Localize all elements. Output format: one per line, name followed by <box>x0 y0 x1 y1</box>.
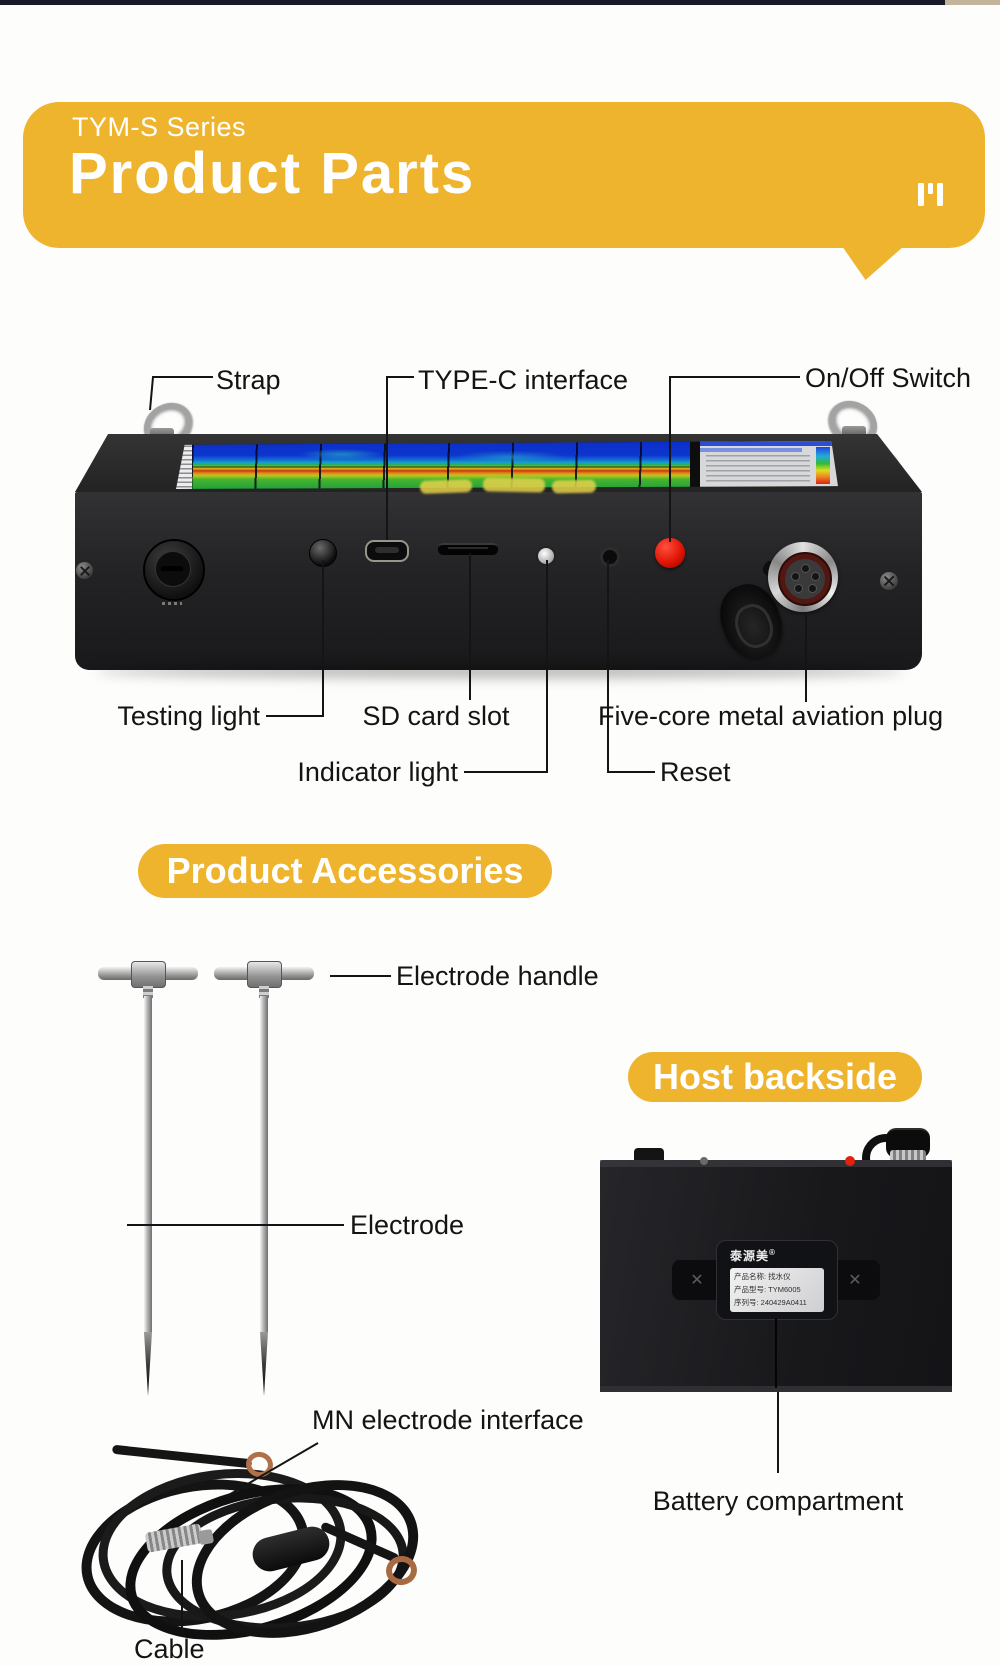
label-bracket-right: ✕ <box>830 1260 880 1300</box>
registered-mark: ® <box>769 1248 776 1257</box>
electrode-handle-collar <box>131 961 166 988</box>
panel-text-lines <box>706 455 810 483</box>
backside-clip <box>634 1148 664 1161</box>
cable-connector-tip <box>197 1528 215 1546</box>
cable-end <box>111 1444 253 1469</box>
top-strip-tan <box>945 0 1000 5</box>
screw-head-icon <box>76 562 93 579</box>
electrode-handle-collar <box>247 961 282 988</box>
sticker-line-model: 产品型号: TYM6005 <box>734 1285 801 1294</box>
page-title: Product Parts <box>69 141 476 206</box>
series-label: TYM-S Series <box>72 112 247 142</box>
label-bracket-left: ✕ <box>672 1260 722 1300</box>
screen-side-panel <box>700 441 838 489</box>
screw-head-icon <box>880 572 898 590</box>
section-pill-accessories: Product Accessories <box>138 844 552 898</box>
electrode-rod <box>260 996 268 1332</box>
callout-strap: Strap <box>216 365 281 395</box>
electrode-neck <box>259 986 269 998</box>
screen-watermark <box>482 477 546 493</box>
callout-five-core: Five-core metal aviation plug <box>598 701 944 731</box>
banner-tail <box>842 246 904 280</box>
electrode-tip <box>144 1332 152 1396</box>
reset-hole <box>600 547 620 567</box>
sd-card-slot-inner <box>448 547 488 549</box>
callout-testing-light: Testing light <box>117 701 260 731</box>
callout-indicator-light: Indicator light <box>297 757 458 787</box>
indicator-light <box>536 546 556 566</box>
testing-light-button <box>309 539 337 567</box>
serial-sticker: 产品名称: 找水仪 产品型号: TYM6005 序列号: 240429A0411 <box>730 1268 824 1312</box>
callout-battery: Battery compartment <box>652 1486 904 1516</box>
callout-electrode-handle: Electrode handle <box>396 961 599 991</box>
sticker-line-product-name: 产品名称: 找水仪 <box>734 1272 791 1281</box>
electrode-neck <box>143 986 153 998</box>
screen-watermark <box>551 479 597 494</box>
backside-top-bevel <box>600 1160 952 1167</box>
screw-icon: ✕ <box>690 1272 704 1289</box>
callout-mn-interface: MN electrode interface <box>312 1405 584 1435</box>
callout-sd-card: SD card slot <box>362 701 510 731</box>
top-strip-dark <box>0 0 945 5</box>
screen-seam <box>690 441 700 489</box>
callout-cable: Cable <box>134 1634 205 1664</box>
charge-port-slot <box>161 566 183 571</box>
sticker-line-serial: 序列号: 240429A0411 <box>734 1298 807 1307</box>
callout-electrode: Electrode <box>350 1210 465 1240</box>
sd-card-slot <box>438 543 498 555</box>
strap-mount <box>842 426 866 436</box>
screw-icon: ✕ <box>848 1272 862 1289</box>
battery-door-seam <box>775 1318 777 1388</box>
backside-bottom-edge <box>600 1386 952 1392</box>
color-scale-bar <box>816 447 830 484</box>
section-pill-backside: Host backside <box>628 1052 922 1102</box>
callout-on-off: On/Off Switch <box>805 363 972 393</box>
title-banner <box>23 102 985 248</box>
device-shadow <box>95 664 905 678</box>
panel-subheader-bar <box>700 448 803 452</box>
strap-mount <box>150 428 174 438</box>
brand-text: 泰源美 <box>730 1249 770 1263</box>
charge-port-marks <box>162 602 182 605</box>
electrode-rod <box>144 996 152 1332</box>
callout-type-c: TYPE-C interface <box>418 365 629 395</box>
aviation-plug-face <box>785 559 825 599</box>
callout-reset: Reset <box>660 757 731 787</box>
backside-red-dot <box>845 1156 855 1166</box>
panel-header-bar <box>700 441 838 446</box>
brand-mark-icon <box>918 183 946 206</box>
screw-dot <box>700 1157 708 1165</box>
power-button <box>655 538 685 568</box>
nameplate-brand: 泰源美® <box>730 1247 822 1264</box>
type-c-port-inner <box>375 547 399 553</box>
electrode-tip <box>260 1332 268 1396</box>
screen-watermark <box>419 479 473 494</box>
